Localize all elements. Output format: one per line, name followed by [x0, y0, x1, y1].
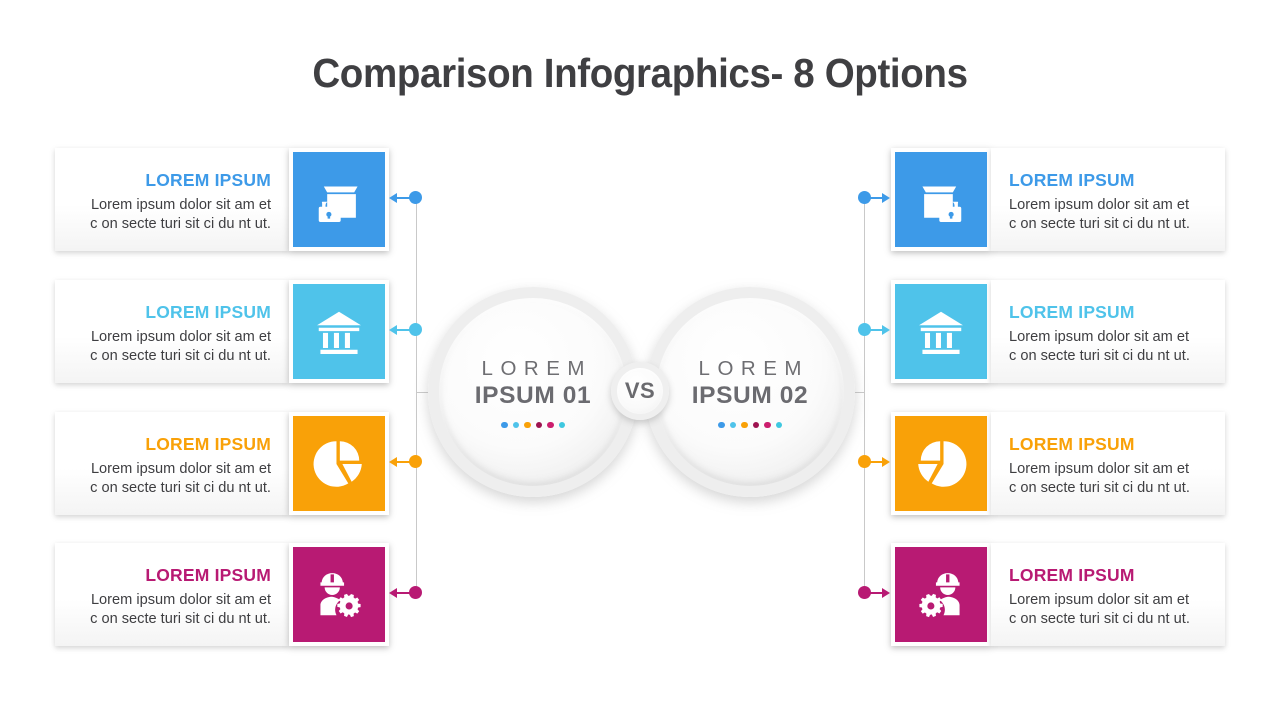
package-lock-icon: [895, 152, 987, 247]
list-item[interactable]: LOREM IPSUM Lorem ipsum dolor sit am et …: [891, 412, 1225, 515]
connector-node: [858, 455, 871, 468]
connector-stub-left: [416, 392, 433, 394]
circle-dot: [512, 421, 519, 429]
card-title: LOREM IPSUM: [145, 434, 271, 455]
circle-dot: [775, 421, 782, 429]
engineer-gear-icon: [293, 547, 385, 642]
card-body: LOREM IPSUM Lorem ipsum dolor sit am et …: [55, 412, 289, 515]
list-item[interactable]: LOREM IPSUM Lorem ipsum dolor sit am et …: [891, 543, 1225, 646]
icon-tile[interactable]: [289, 280, 389, 383]
circle-dot: [729, 421, 736, 429]
connector-arrow-left: [389, 192, 397, 203]
connector-node: [858, 323, 871, 336]
connector-arrow-right: [882, 456, 890, 467]
icon-tile[interactable]: [891, 543, 991, 646]
connector-arrow-left: [389, 587, 397, 598]
page-title: Comparison Infographics- 8 Options: [312, 50, 968, 96]
circle-dot: [547, 421, 554, 429]
circle-dot: [535, 421, 542, 429]
circle-dot: [741, 421, 748, 429]
circle-label-line1: LOREM: [698, 356, 809, 380]
icon-tile[interactable]: [289, 148, 389, 251]
circle-label-line2: IPSUM 02: [691, 382, 809, 410]
icon-tile[interactable]: [891, 148, 991, 251]
card-description: Lorem ipsum dolor sit am et c on secte t…: [1009, 328, 1190, 365]
connector-node: [858, 191, 871, 204]
connector-node: [409, 323, 422, 336]
connector-arrow-right: [882, 587, 890, 598]
card-body: LOREM IPSUM Lorem ipsum dolor sit am et …: [991, 280, 1225, 383]
connector-spine-right: [864, 197, 866, 591]
card-body: LOREM IPSUM Lorem ipsum dolor sit am et …: [55, 543, 289, 646]
comparison-circle-right[interactable]: LOREM IPSUM 02: [645, 287, 855, 497]
connector-line: [864, 329, 884, 331]
circle-dot: [524, 421, 531, 429]
icon-tile[interactable]: [289, 412, 389, 515]
circle-dots-left: [501, 421, 565, 429]
card-title: LOREM IPSUM: [145, 170, 271, 191]
card-title: LOREM IPSUM: [145, 302, 271, 323]
list-item[interactable]: LOREM IPSUM Lorem ipsum dolor sit am et …: [55, 412, 389, 515]
card-description: Lorem ipsum dolor sit am et c on secte t…: [1009, 196, 1190, 233]
list-item[interactable]: LOREM IPSUM Lorem ipsum dolor sit am et …: [55, 148, 389, 251]
bank-icon: [895, 284, 987, 379]
connector-arrow-left: [389, 324, 397, 335]
card-title: LOREM IPSUM: [1009, 434, 1135, 455]
pie-chart-icon: [293, 416, 385, 511]
card-description: Lorem ipsum dolor sit am et c on secte t…: [90, 460, 271, 497]
card-title: LOREM IPSUM: [1009, 302, 1135, 323]
bank-icon: [293, 284, 385, 379]
list-item[interactable]: LOREM IPSUM Lorem ipsum dolor sit am et …: [891, 148, 1225, 251]
connector-line: [397, 329, 417, 331]
connector-line: [397, 197, 417, 199]
package-lock-icon: [293, 152, 385, 247]
connector-stub-right: [848, 392, 865, 394]
card-description: Lorem ipsum dolor sit am et c on secte t…: [90, 591, 271, 628]
connector-line: [864, 197, 884, 199]
comparison-circle-left[interactable]: LOREM IPSUM 01: [428, 287, 638, 497]
circle-dot: [558, 421, 565, 429]
card-title: LOREM IPSUM: [1009, 565, 1135, 586]
connector-node: [409, 191, 422, 204]
circle-dot: [501, 421, 508, 429]
circle-dot: [718, 421, 725, 429]
connector-node: [409, 455, 422, 468]
icon-tile[interactable]: [891, 412, 991, 515]
card-title: LOREM IPSUM: [1009, 170, 1135, 191]
connector-node: [858, 586, 871, 599]
circle-label-line1: LOREM: [481, 356, 592, 380]
connector-node: [409, 586, 422, 599]
card-body: LOREM IPSUM Lorem ipsum dolor sit am et …: [991, 543, 1225, 646]
card-body: LOREM IPSUM Lorem ipsum dolor sit am et …: [55, 280, 289, 383]
engineer-gear-icon: [895, 547, 987, 642]
icon-tile[interactable]: [891, 280, 991, 383]
circle-dot: [752, 421, 759, 429]
connector-line: [397, 592, 417, 594]
list-item[interactable]: LOREM IPSUM Lorem ipsum dolor sit am et …: [891, 280, 1225, 383]
connector-arrow-right: [882, 192, 890, 203]
connector-arrow-left: [389, 456, 397, 467]
card-description: Lorem ipsum dolor sit am et c on secte t…: [1009, 460, 1190, 497]
card-body: LOREM IPSUM Lorem ipsum dolor sit am et …: [55, 148, 289, 251]
circle-dot: [764, 421, 771, 429]
icon-tile[interactable]: [289, 543, 389, 646]
card-description: Lorem ipsum dolor sit am et c on secte t…: [1009, 591, 1190, 628]
list-item[interactable]: LOREM IPSUM Lorem ipsum dolor sit am et …: [55, 543, 389, 646]
card-description: Lorem ipsum dolor sit am et c on secte t…: [90, 196, 271, 233]
card-body: LOREM IPSUM Lorem ipsum dolor sit am et …: [991, 412, 1225, 515]
circle-label-line2: IPSUM 01: [474, 382, 592, 410]
vs-badge: VS: [611, 362, 669, 420]
card-description: Lorem ipsum dolor sit am et c on secte t…: [90, 328, 271, 365]
circle-dots-right: [718, 421, 782, 429]
connector-arrow-right: [882, 324, 890, 335]
list-item[interactable]: LOREM IPSUM Lorem ipsum dolor sit am et …: [55, 280, 389, 383]
card-title: LOREM IPSUM: [145, 565, 271, 586]
connector-line: [864, 592, 884, 594]
pie-chart-icon: [895, 416, 987, 511]
connector-line: [397, 461, 417, 463]
connector-spine-left: [416, 197, 418, 591]
card-body: LOREM IPSUM Lorem ipsum dolor sit am et …: [991, 148, 1225, 251]
connector-line: [864, 461, 884, 463]
